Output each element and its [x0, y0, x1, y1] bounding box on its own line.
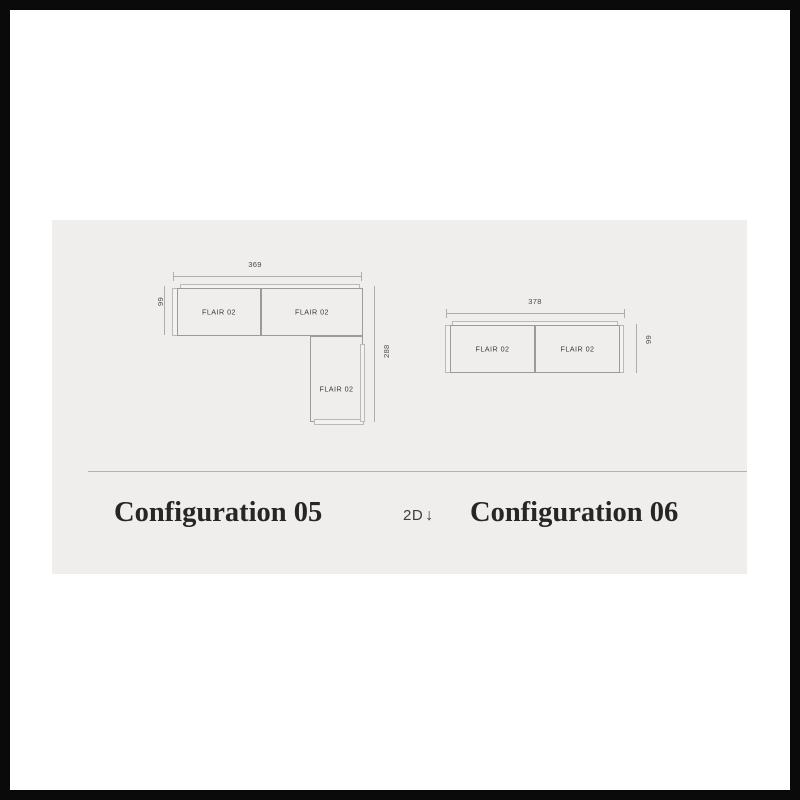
module-label: FLAIR 02: [295, 307, 329, 317]
configuration-06-drawing[interactable]: 378 99 FLAIR 02 FLAIR 02: [402, 220, 747, 471]
dimension-line-width-06: [446, 313, 624, 314]
module-flair-02-right-06[interactable]: FLAIR 02: [535, 325, 620, 373]
page-background: 369 99 288 FLAIR 02: [10, 10, 790, 790]
view-mode-label: 2D: [403, 507, 424, 524]
configuration-05-drawing[interactable]: 369 99 288 FLAIR 02: [52, 220, 402, 471]
dimension-tick-width-left-06: [446, 309, 447, 318]
dimension-line-width-05: [173, 276, 361, 277]
dimension-label-depth-06: 99: [644, 334, 653, 344]
section-divider: [88, 471, 747, 472]
module-label: FLAIR 02: [319, 384, 354, 394]
view-mode-toggle[interactable]: 2D↓: [403, 507, 434, 525]
arrow-down-icon: ↓: [425, 507, 434, 524]
module-label: FLAIR 02: [560, 344, 595, 354]
dimension-label-width-06: 378: [528, 297, 542, 306]
module-flair-02-left-06[interactable]: FLAIR 02: [450, 325, 535, 373]
dimension-label-width-05: 369: [248, 260, 262, 269]
caption-row: Configuration 05 2D↓ Configuration 06: [52, 497, 747, 557]
module-label: FLAIR 02: [202, 307, 236, 317]
configuration-06-title[interactable]: Configuration 06: [470, 497, 679, 528]
module-flair-02-top-right-05[interactable]: FLAIR 02: [261, 288, 363, 336]
module-label: FLAIR 02: [475, 344, 510, 354]
module-flair-02-top-left-05[interactable]: FLAIR 02: [177, 288, 261, 336]
dimension-tick-width-right-06: [624, 309, 625, 318]
dimension-tick-width-left-05: [173, 272, 174, 281]
dimension-line-height-05: [374, 286, 375, 422]
backrest-strip-vertical-05: [360, 344, 365, 422]
dimension-tick-width-right-05: [361, 272, 362, 281]
module-flair-02-vertical-05[interactable]: FLAIR 02: [310, 336, 363, 422]
armrest-strip-bottom-05: [314, 419, 364, 425]
dimension-line-depth-05: [164, 286, 165, 335]
dimension-line-depth-06: [636, 324, 637, 373]
configuration-panel: 369 99 288 FLAIR 02: [52, 220, 747, 574]
dimension-label-height-05: 288: [382, 344, 391, 358]
configuration-05-title[interactable]: Configuration 05: [114, 497, 323, 528]
